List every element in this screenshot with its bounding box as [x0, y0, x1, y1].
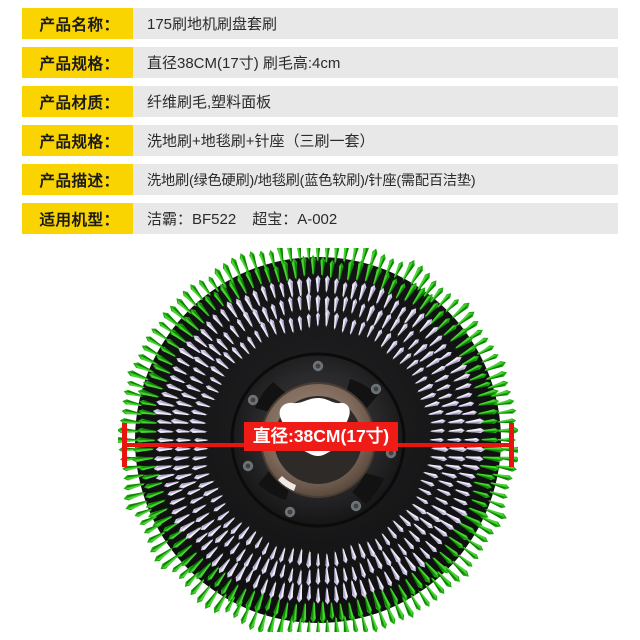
spec-value-compatible-models: 洁霸：BF522 超宝：A-002: [133, 203, 618, 234]
compatible-model-1: 洁霸：BF522: [147, 211, 237, 228]
spec-label-material: 产品材质：: [22, 86, 133, 117]
spec-value-product-spec-set: 洗地刷+地毯刷+针座（三刷一套）: [133, 125, 618, 156]
spec-label-description: 产品描述：: [22, 164, 133, 195]
brush-disc-graphic: [118, 248, 518, 632]
spec-value-product-spec-size: 直径38CM(17寸) 刷毛高:4cm: [133, 47, 618, 78]
table-row: 产品规格： 直径38CM(17寸) 刷毛高:4cm: [22, 47, 618, 78]
table-row: 产品描述： 洗地刷(绿色硬刷)/地毯刷(蓝色软刷)/针座(需配百洁垫): [22, 164, 618, 195]
hub-bolts: [242, 360, 397, 518]
brush-hub: [230, 352, 406, 528]
product-spec-table: 产品名称： 175刷地机刷盘套刷 产品规格： 直径38CM(17寸) 刷毛高:4…: [0, 0, 640, 248]
spec-label-product-name: 产品名称：: [22, 8, 133, 39]
spec-label-product-spec-size: 产品规格：: [22, 47, 133, 78]
spec-label-product-spec-set: 产品规格：: [22, 125, 133, 156]
spec-label-compatible-models: 适用机型：: [22, 203, 133, 234]
spec-value-description: 洗地刷(绿色硬刷)/地毯刷(蓝色软刷)/针座(需配百洁垫): [133, 164, 618, 195]
brush-disc-image: [118, 248, 518, 632]
table-row: 产品规格： 洗地刷+地毯刷+针座（三刷一套）: [22, 125, 618, 156]
product-photo: 直径:38CM(17寸): [0, 240, 640, 640]
spec-value-material: 纤维刷毛,塑料面板: [133, 86, 618, 117]
table-row: 适用机型： 洁霸：BF522 超宝：A-002: [22, 203, 618, 234]
table-row: 产品材质： 纤维刷毛,塑料面板: [22, 86, 618, 117]
spec-value-product-name: 175刷地机刷盘套刷: [133, 8, 618, 39]
hub-slots: [255, 379, 384, 504]
center-hole: [279, 398, 353, 456]
table-row: 产品名称： 175刷地机刷盘套刷: [22, 8, 618, 39]
compatible-model-2: 超宝：A-002: [252, 211, 338, 228]
